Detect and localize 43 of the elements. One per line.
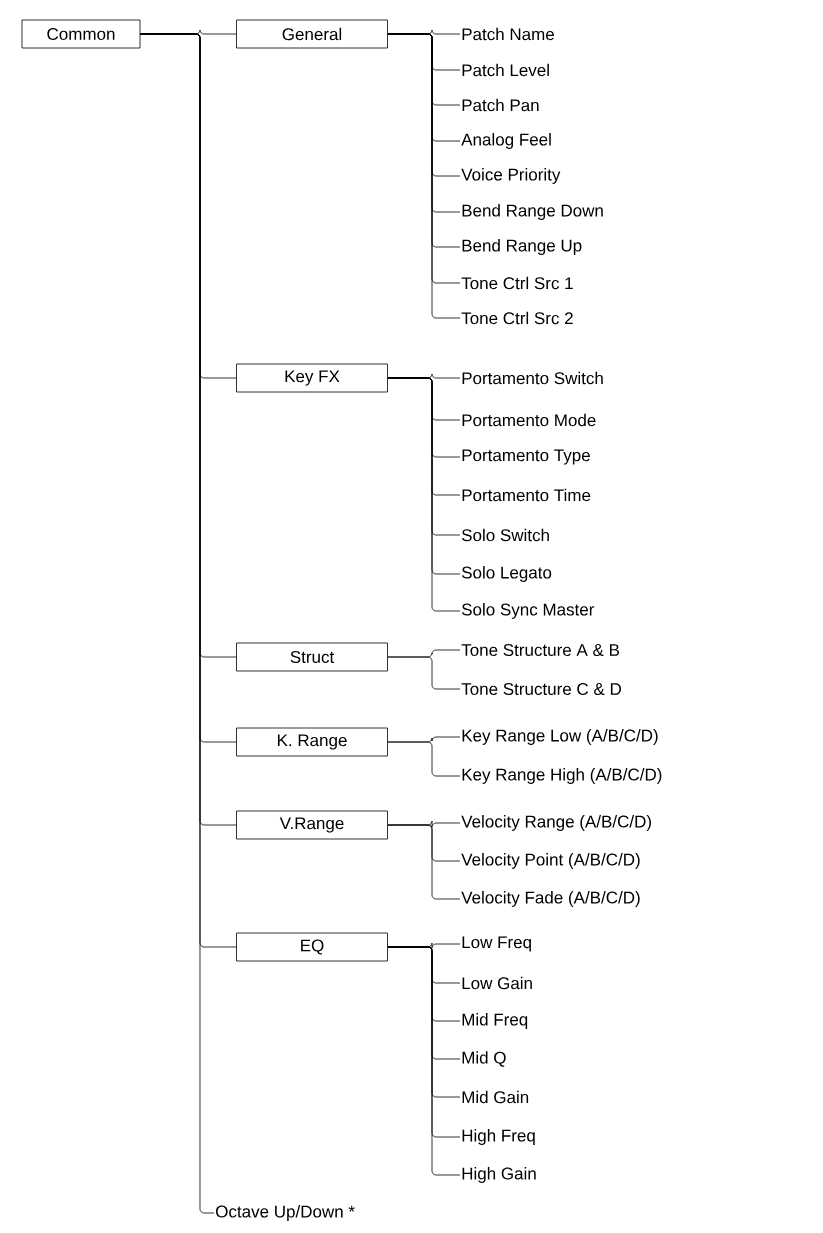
menu-box: EQ <box>236 932 388 962</box>
parameter-label: Portamento Type <box>462 449 590 465</box>
menu-box: K. Range <box>236 727 388 757</box>
parameter-label: Low Freq <box>462 936 531 952</box>
parameter-label: Mid Gain <box>462 1090 529 1104</box>
parameter-label: Analog Feel <box>461 133 551 149</box>
parameter-label: Tone Ctrl Src 1 <box>461 276 573 290</box>
parameter-label: Solo Sync Master <box>461 603 595 619</box>
parameter-label: Velocity Range (A/B/C/D) <box>461 815 651 831</box>
connector-line <box>387 656 461 690</box>
parameter-label: Portamento Time <box>462 488 591 502</box>
parameter-label: Key Range Low (A/B/C/D) <box>462 729 658 745</box>
parameter-label: Portamento Mode <box>462 413 596 427</box>
parameter-label: Octave Up/Down * <box>216 1205 355 1221</box>
parameter-label: Portamento Switch <box>462 371 603 385</box>
menu-box: Common <box>21 19 141 49</box>
parameter-label: Tone Structure A & B <box>461 644 620 657</box>
parameter-label: Key Range High (A/B/C/D) <box>462 768 662 784</box>
parameter-label: Bend Range Up <box>462 239 582 255</box>
parameter-label: Velocity Fade (A/B/C/D) <box>461 891 640 907</box>
connector-line <box>387 377 461 612</box>
menu-box: Struct <box>236 642 388 672</box>
parameter-label: Mid Q <box>462 1051 506 1067</box>
menu-box: Key FX <box>236 363 388 393</box>
parameter-label: Voice Priority <box>461 168 561 184</box>
parameter-label: Patch Level <box>462 63 549 77</box>
connector-line <box>387 946 461 1176</box>
menu-box: General <box>236 19 388 49</box>
parameter-label: High Gain <box>462 1167 536 1183</box>
parameter-label: Solo Legato <box>461 566 552 582</box>
parameter-label: Tone Structure C & D <box>461 683 621 696</box>
parameter-label: Patch Name <box>462 27 554 41</box>
menu-box: V.Range <box>236 810 388 840</box>
connector-line <box>387 824 461 900</box>
parameter-label: Patch Pan <box>462 98 539 112</box>
connector-line <box>387 741 461 777</box>
parameter-label: High Freq <box>462 1129 535 1145</box>
parameter-label: Low Gain <box>462 976 532 990</box>
parameter-label: Velocity Point (A/B/C/D) <box>461 853 640 869</box>
parameter-label: Mid Freq <box>462 1013 528 1029</box>
parameter-label: Tone Ctrl Src 2 <box>461 311 573 325</box>
parameter-label: Bend Range Down <box>462 204 603 220</box>
parameter-label: Solo Switch <box>461 528 549 542</box>
